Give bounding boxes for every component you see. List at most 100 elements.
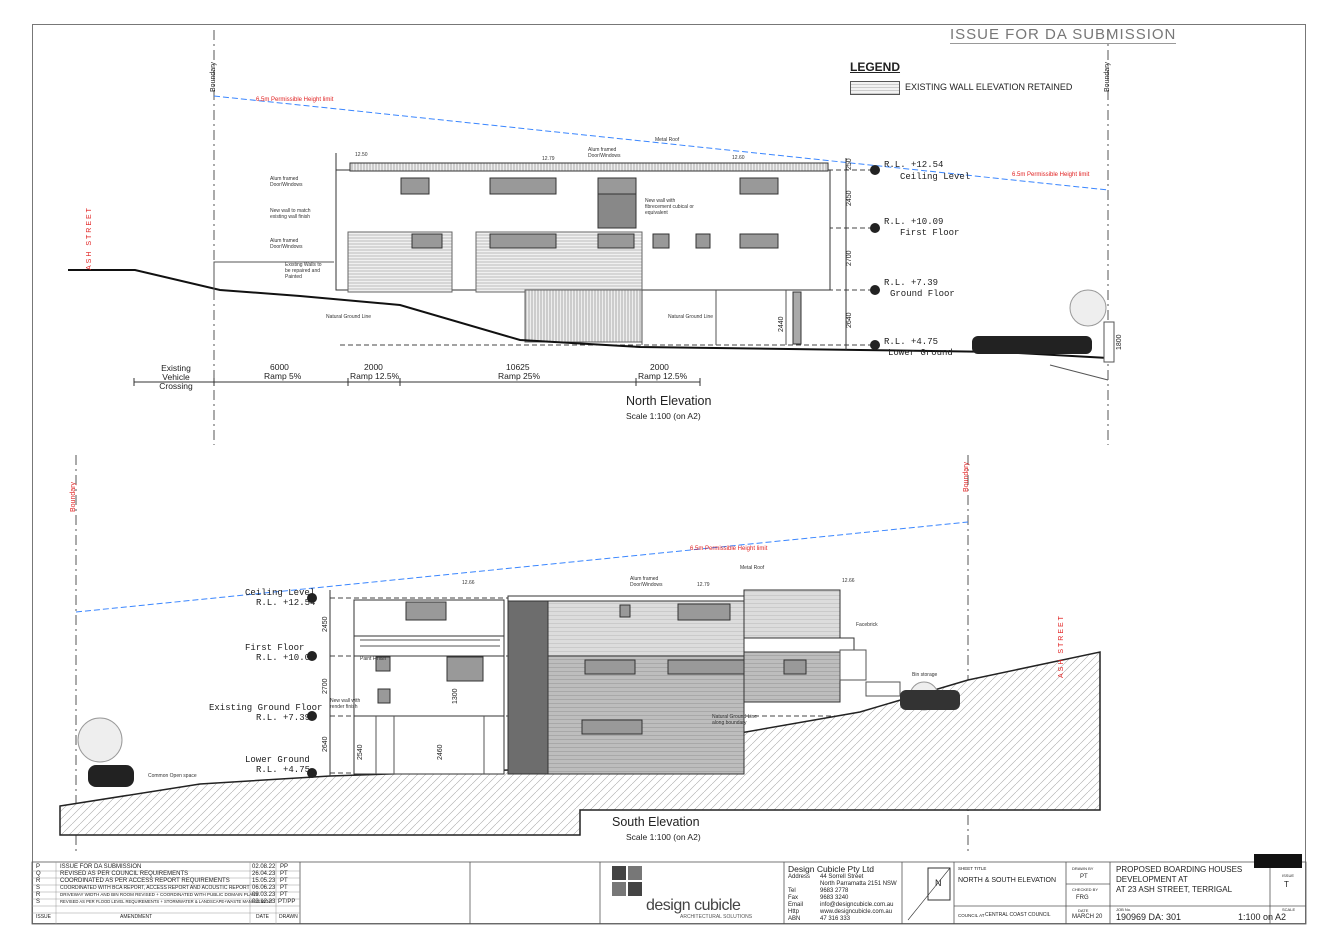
north-arrow-icon: N xyxy=(935,878,942,888)
north-dim-ramp-5: Ramp 5% xyxy=(264,371,302,381)
height-limit-line xyxy=(213,95,1109,191)
contact-address: 44 Sorrell Street xyxy=(820,874,864,880)
logo-text: design cubicle xyxy=(646,897,741,914)
north-hedge xyxy=(972,336,1092,354)
company-name: Design Cubicle Pty Ltd xyxy=(788,864,874,874)
north-note-natural-ground-2: Natural Ground Line xyxy=(668,314,714,320)
north-rl-ground: R.L. +7.39 xyxy=(884,278,939,288)
rev-5-by: PT/PP xyxy=(278,899,296,905)
north-dim-6000: 6000 xyxy=(270,362,289,372)
north-spot-3: 12.60 xyxy=(732,155,745,161)
contact-suburb: North Parramatta 2151 NSW xyxy=(820,881,897,887)
logo-subtext: ARCHITECTURAL SOLUTIONS xyxy=(680,914,753,920)
north-level-ceiling: Ceiling Level xyxy=(900,172,971,182)
north-tree xyxy=(1069,289,1107,327)
rev-4-id: R xyxy=(36,892,41,898)
rev-0-by: PP xyxy=(280,864,289,870)
legend-swatch xyxy=(850,81,900,95)
rev-1-by: PT xyxy=(280,871,288,877)
north-note-alum-1: Alum framed Door/Windows xyxy=(270,176,303,188)
south-west-block xyxy=(353,599,505,775)
south-rl-ground: R.L. +7.39 xyxy=(256,713,311,723)
south-note-alum: Alum framed Door/Windows xyxy=(630,576,663,588)
contact-tel: 9683 2778 xyxy=(820,888,849,894)
south-spot-1: 12.66 xyxy=(462,580,475,586)
north-dim-10625: 10625 xyxy=(506,362,530,372)
north-dim-existing-crossing: Existing Vehicle Crossing xyxy=(159,363,193,391)
council-label: COUNCIL AT xyxy=(958,913,985,918)
north-spot-1: 12.50 xyxy=(355,152,368,158)
rev-header-date: DATE xyxy=(256,914,269,920)
north-note-new-wall-match: New wall to match existing wall finish xyxy=(270,208,311,220)
sheet-title-label: SHEET TITLE xyxy=(958,866,987,871)
rev-header-drawn: DRAWN xyxy=(279,914,298,920)
rev-4-date: 09.03.23 xyxy=(252,892,276,898)
south-level-ceiling: Ceiling Level xyxy=(245,588,316,598)
drawing-number: 190969 DA: 301 xyxy=(1116,912,1182,922)
north-rl-first: R.L. +10.09 xyxy=(884,217,944,227)
rev-0-desc: ISSUE FOR DA SUBMISSION xyxy=(60,864,142,870)
rev-2-id: R xyxy=(36,878,41,884)
north-spot-2: 12.79 xyxy=(542,156,555,162)
south-note-natural-ground: Natural Ground Line along boundary xyxy=(712,714,758,726)
project-line-1: PROPOSED BOARDING HOUSES xyxy=(1116,865,1243,874)
north-dim-ramp-25: Ramp 25% xyxy=(498,371,541,381)
north-dim-2000-a: 2000 xyxy=(364,362,383,372)
rev-0-date: 02.08.22 xyxy=(252,864,276,870)
south-note-common-open-space: Common Open space xyxy=(148,773,197,779)
contact-http-label: Http xyxy=(788,909,800,915)
drawn-by: PT xyxy=(1080,874,1088,880)
north-roof xyxy=(349,162,829,172)
drawn-by-label: DRAWN BY xyxy=(1072,866,1094,871)
north-level-ground: Ground Floor xyxy=(890,289,955,299)
contact-email[interactable]: info@designcubicle.com.au xyxy=(820,902,894,908)
south-rl-lower: R.L. +4.75 xyxy=(256,765,311,775)
north-height-limit-label: 6.5m Permissible Height limit xyxy=(256,97,334,103)
south-level-first: First Floor xyxy=(245,643,305,653)
north-note-natural-ground-1: Natural Ground Line xyxy=(326,314,372,320)
contact-address-label: Address xyxy=(788,874,811,880)
project-line-2: DEVELOPMENT AT xyxy=(1116,875,1188,884)
contact-fax-label: Fax xyxy=(788,895,799,901)
contact-website[interactable]: www.designcubicle.com.au xyxy=(820,909,893,915)
rev-3-desc: COORDINATED WITH BCA REPORT, ACCESS REPO… xyxy=(60,885,250,891)
drawing-sheet xyxy=(32,24,1306,924)
contact-abn-label: ABN xyxy=(788,916,801,922)
south-rl-ceiling: R.L. +12.54 xyxy=(256,598,316,608)
south-level-ground: Existing Ground Floor xyxy=(209,703,323,713)
north-note-existing-walls: Existing Walls to be repaired and Painte… xyxy=(285,262,322,280)
south-spot-3: 12.66 xyxy=(842,578,855,584)
south-note-metal-roof: Metal Roof xyxy=(740,565,765,571)
rev-1-id: Q xyxy=(36,871,41,877)
north-elevation-scale: Scale 1:100 (on A2) xyxy=(626,411,701,421)
council-name: CENTRAL COAST COUNCIL xyxy=(985,912,1051,918)
north-height-limit-label-east: 6.5m Permissible Height limit xyxy=(1012,172,1090,178)
north-dim-2000-b: 2000 xyxy=(650,362,669,372)
checked-by: FRG xyxy=(1076,895,1089,901)
rev-1-date: 26.04.23 xyxy=(252,871,276,877)
north-dim-ramp-12-a: Ramp 12.5% xyxy=(350,371,400,381)
drawing-scale: 1:100 on A2 xyxy=(1238,912,1287,922)
north-rl-lower: R.L. +4.75 xyxy=(884,337,939,347)
legend-item: EXISTING WALL ELEVATION RETAINED xyxy=(905,82,1073,92)
date-label: DATE xyxy=(1078,908,1089,913)
north-level-lower: Lower Ground xyxy=(888,348,953,358)
rev-2-desc: COORDINATED AS PER ACCESS REPORT REQUIRE… xyxy=(60,878,230,884)
contact-fax: 9683 3240 xyxy=(820,895,849,901)
rev-5-id: S xyxy=(36,899,41,905)
rev-header-issue: ISSUE xyxy=(36,914,52,920)
north-dim-ramp-12-b: Ramp 12.5% xyxy=(638,371,688,381)
south-level-lower: Lower Ground xyxy=(245,755,310,765)
south-note-facebrick: Facebrick xyxy=(856,622,878,628)
sheet-title: NORTH & SOUTH ELEVATION xyxy=(958,877,1057,884)
south-note-new-wall: New wall with render finish xyxy=(330,698,361,710)
south-height-limit-line xyxy=(75,521,969,613)
rev-4-by: PT xyxy=(280,892,288,898)
rev-header-amendment: AMENDMENT xyxy=(120,914,153,920)
rev-5-desc: REVISED AS PER FLOOD LEVEL REQUIREMENTS … xyxy=(60,899,273,904)
rev-3-date: 06.06.23 xyxy=(252,885,276,891)
south-rl-first: R.L. +10.09 xyxy=(256,653,316,663)
rev-4-desc: DRIVEWAY WIDTH AND BIN ROOM REVISED + CO… xyxy=(60,892,259,897)
rev-3-by: PT xyxy=(280,885,288,891)
